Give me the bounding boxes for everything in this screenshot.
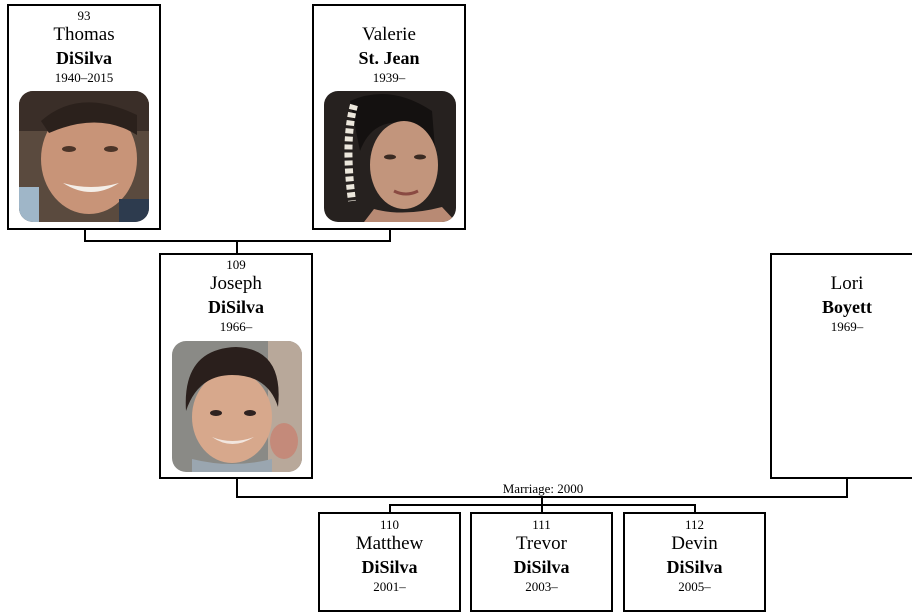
- child-drop-matthew: [389, 504, 391, 514]
- portrait-photo: [172, 341, 302, 472]
- person-first-name: Lori: [830, 273, 864, 294]
- person-years: 1940–2015: [54, 70, 114, 85]
- child-drop-trevor: [541, 504, 543, 514]
- person-first-name: Valerie: [362, 24, 416, 45]
- person-last-name: DiSilva: [361, 557, 418, 577]
- person-card-matthew[interactable]: 110 Matthew DiSilva 2001–: [318, 512, 461, 612]
- parents-connector-left: [84, 228, 86, 242]
- person-years: 2003–: [525, 579, 558, 594]
- person-last-name: St. Jean: [358, 48, 420, 68]
- child-drop-devin: [694, 504, 696, 514]
- person-card-lori[interactable]: Lori Boyett 1969–: [770, 253, 912, 479]
- person-first-name: Joseph: [210, 273, 262, 294]
- person-years: 1966–: [219, 319, 253, 334]
- joseph-marriage-connector: [236, 477, 238, 498]
- marriage-label: Marriage: 2000: [502, 481, 584, 496]
- person-number: 93: [77, 8, 91, 23]
- parents-connector-right: [389, 228, 391, 242]
- person-card-valerie[interactable]: Valerie St. Jean 1939–: [312, 4, 466, 230]
- person-last-name: Boyett: [822, 297, 872, 317]
- person-years: 2005–: [678, 579, 711, 594]
- person-number: 110: [379, 517, 400, 532]
- portrait-photo: [324, 91, 456, 222]
- person-last-name: DiSilva: [55, 48, 112, 68]
- portrait-photo: [19, 91, 149, 222]
- person-first-name: Devin: [671, 533, 718, 554]
- person-number: [314, 8, 464, 23]
- person-card-devin[interactable]: 112 Devin DiSilva 2005–: [623, 512, 766, 612]
- person-years: 1939–: [372, 70, 406, 85]
- person-card-trevor[interactable]: 111 Trevor DiSilva 2003–: [470, 512, 613, 612]
- person-number: 112: [684, 517, 705, 532]
- person-number: 109: [226, 257, 246, 272]
- person-last-name: DiSilva: [513, 557, 570, 577]
- lori-marriage-connector: [846, 477, 848, 498]
- parents-to-child-connector: [236, 240, 238, 255]
- person-years: 1969–: [830, 319, 864, 334]
- person-card-joseph[interactable]: 109 Joseph DiSilva 1966–: [159, 253, 313, 479]
- person-first-name: Trevor: [515, 533, 568, 554]
- person-number: 111: [532, 517, 551, 532]
- person-first-name: Matthew: [355, 533, 424, 554]
- person-first-name: Thomas: [53, 24, 115, 45]
- person-years: 2001–: [373, 579, 406, 594]
- person-number: [772, 257, 912, 272]
- person-last-name: DiSilva: [666, 557, 723, 577]
- person-card-thomas[interactable]: 93 Thomas DiSilva 1940–2015: [7, 4, 161, 230]
- person-last-name: DiSilva: [207, 297, 264, 317]
- children-stem: [541, 496, 543, 506]
